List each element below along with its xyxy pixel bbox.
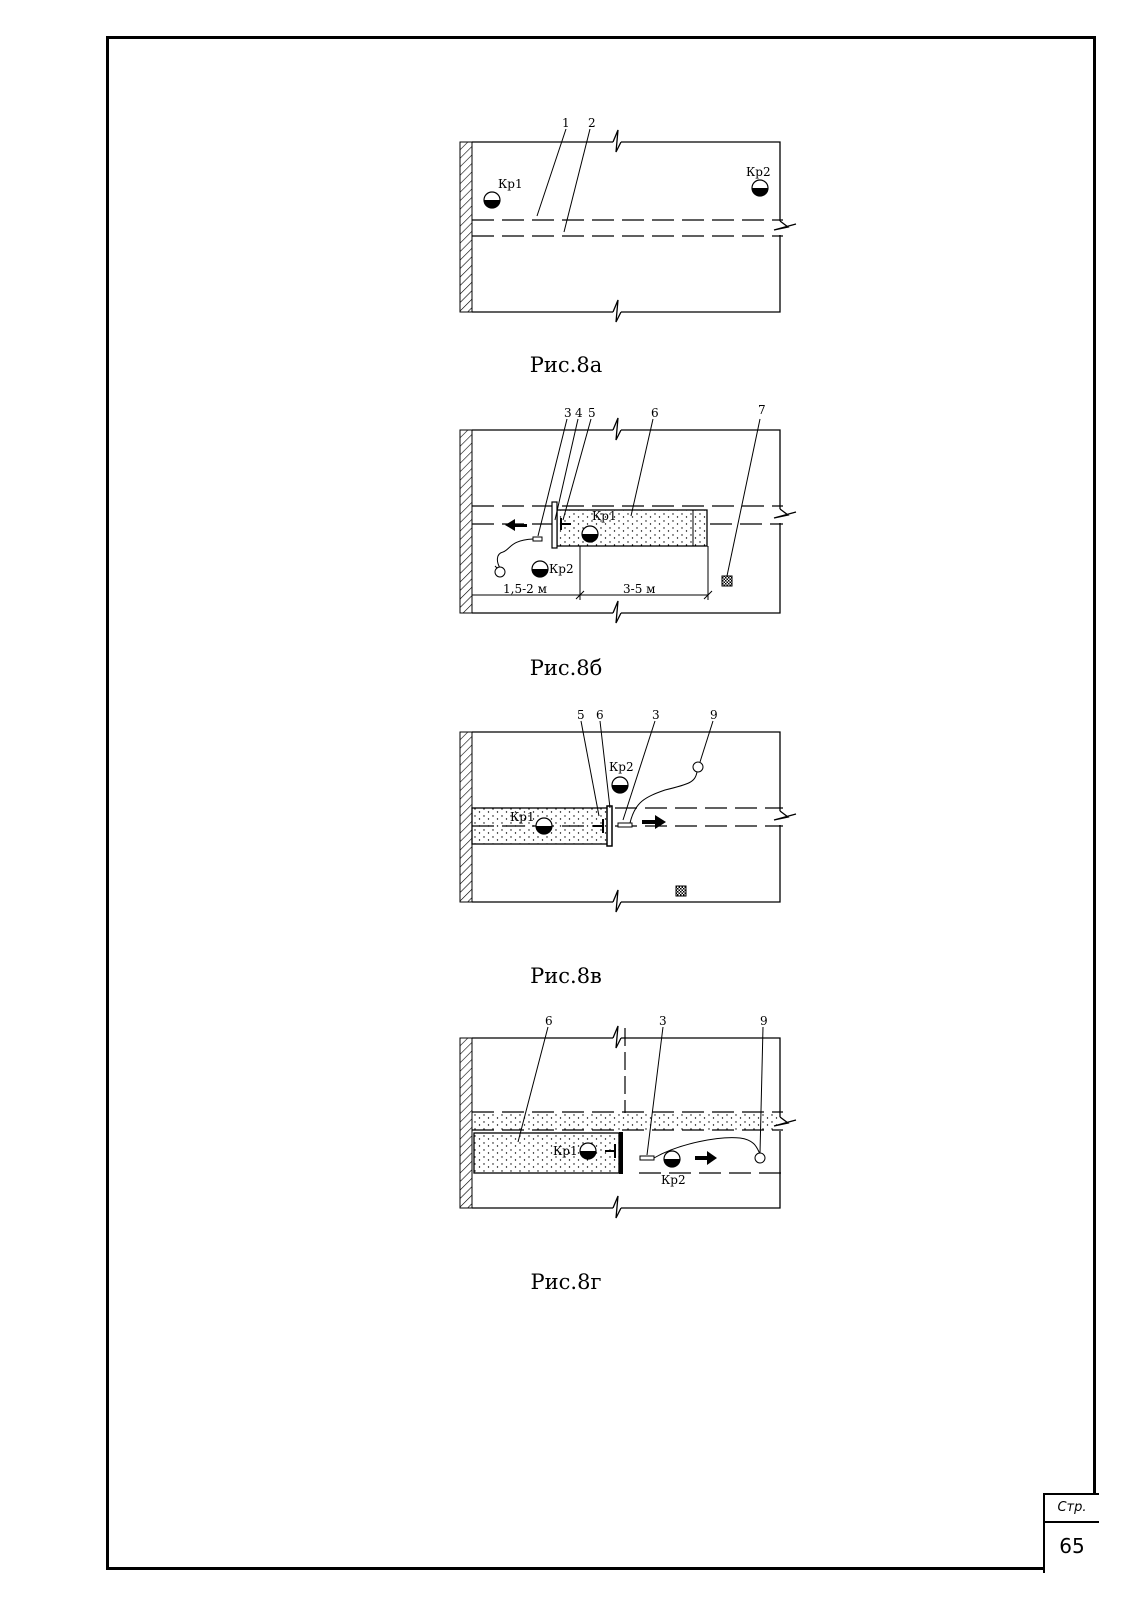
- callout-1: 1: [562, 116, 570, 130]
- callout-6: 6: [596, 708, 604, 722]
- vibrator-icon: [560, 518, 571, 530]
- kr1-label: Кр1: [592, 509, 617, 523]
- wall-hatch: [459, 429, 473, 614]
- wall-hatch: [459, 141, 473, 313]
- caption-fig-8d: Рис.8г: [530, 1270, 602, 1294]
- sheet-frame: [106, 36, 1096, 1570]
- caption-fig-8b: Рис.8б: [529, 656, 603, 680]
- crane-kr1-icon: [483, 191, 501, 209]
- formwork-board: [606, 805, 613, 847]
- page-stamp: Стр. 65: [1043, 1493, 1099, 1573]
- callout-6: 6: [545, 1014, 553, 1028]
- stamp-label: Стр.: [1045, 1495, 1099, 1523]
- formwork-board: [551, 501, 558, 549]
- callout-5: 5: [577, 708, 585, 722]
- kr2-label: Кр2: [549, 562, 574, 576]
- callout-leaders: [537, 418, 761, 577]
- callout-4: 4: [575, 406, 583, 420]
- kr2-label: Кр2: [746, 165, 771, 179]
- motor-icon: [692, 761, 704, 773]
- kr1-label: Кр1: [553, 1144, 578, 1158]
- callout-leader-1: [536, 128, 567, 217]
- marker-icon: [721, 575, 733, 587]
- crane-kr1-icon: [535, 817, 553, 835]
- vibrator-head: [639, 1155, 655, 1161]
- callout-9: 9: [760, 1014, 768, 1028]
- figure-8b-drawing: Кр1 Кр2 1,5-2 м 3-5 м 3 4 5 6 7: [459, 403, 797, 624]
- motor-icon: [754, 1152, 766, 1164]
- caption-fig-8c: Рис.8в: [530, 964, 602, 988]
- concrete-section: [473, 1132, 620, 1174]
- crane-kr2-icon: [663, 1150, 681, 1168]
- dimension-right: 3-5 м: [623, 582, 655, 596]
- marker-icon: [675, 885, 687, 897]
- crane-kr2-icon: [751, 179, 769, 197]
- room-outline: [472, 1025, 797, 1219]
- kr1-label: Кр1: [498, 177, 523, 191]
- callout-3: 3: [564, 406, 572, 420]
- callout-6: 6: [651, 406, 659, 420]
- dimension-left: 1,5-2 м: [503, 582, 547, 596]
- concrete-strip: [472, 1112, 780, 1130]
- figure-8b: Кр1 Кр2 1,5-2 м 3-5 м 3 4 5 6 7: [455, 400, 815, 630]
- callout-3: 3: [652, 708, 660, 722]
- figure-8a-drawing: 1 2 Кр1 Кр2: [459, 116, 797, 323]
- figure-8d-drawing: Кр1 Кр2 6 3 9: [459, 1014, 797, 1219]
- callout-5: 5: [588, 406, 596, 420]
- formwork-board: [619, 1132, 623, 1174]
- figure-8c-drawing: Кр1 Кр2 5 6 3 9: [459, 708, 797, 913]
- vibrator-icon: [593, 819, 604, 833]
- callout-9: 9: [710, 708, 718, 722]
- concrete-section: [556, 509, 708, 547]
- vibrator-head: [617, 822, 633, 828]
- callout-3: 3: [659, 1014, 667, 1028]
- page-number: 65: [1059, 1534, 1085, 1558]
- cable: [653, 1137, 761, 1159]
- room-outline: [472, 417, 797, 624]
- room-outline: [472, 731, 797, 913]
- callout-leaders: [580, 720, 714, 821]
- cable: [629, 771, 698, 824]
- crane-kr1-icon: [581, 525, 599, 543]
- room-outline: [472, 129, 797, 323]
- wall-hatch: [459, 731, 473, 903]
- cable: [496, 538, 534, 569]
- caption-fig-8a: Рис.8а: [529, 353, 603, 377]
- callout-2: 2: [588, 116, 596, 130]
- crane-kr2-icon: [611, 776, 629, 794]
- kr2-label: Кр2: [609, 760, 634, 774]
- crane-kr2-icon: [531, 560, 549, 578]
- vibrator-icon: [605, 1144, 616, 1158]
- figure-8a: 1 2 Кр1 Кр2: [455, 112, 815, 332]
- figure-8c: Кр1 Кр2 5 6 3 9: [455, 702, 815, 922]
- dimension-lines: [472, 546, 713, 600]
- callout-leaders: [517, 1026, 764, 1156]
- direction-arrow: [642, 815, 666, 829]
- direction-arrow: [695, 1151, 717, 1165]
- callout-7: 7: [758, 403, 766, 417]
- callout-leader-2: [563, 128, 591, 233]
- motor-icon: [494, 566, 506, 578]
- figure-8d: Кр1 Кр2 6 3 9: [455, 1008, 815, 1228]
- direction-arrow: [505, 519, 527, 531]
- kr1-label: Кр1: [510, 810, 535, 824]
- wall-hatch: [459, 1037, 473, 1209]
- vibrator-head: [532, 536, 543, 542]
- crane-kr1-icon: [579, 1142, 597, 1160]
- kr2-label: Кр2: [661, 1173, 686, 1187]
